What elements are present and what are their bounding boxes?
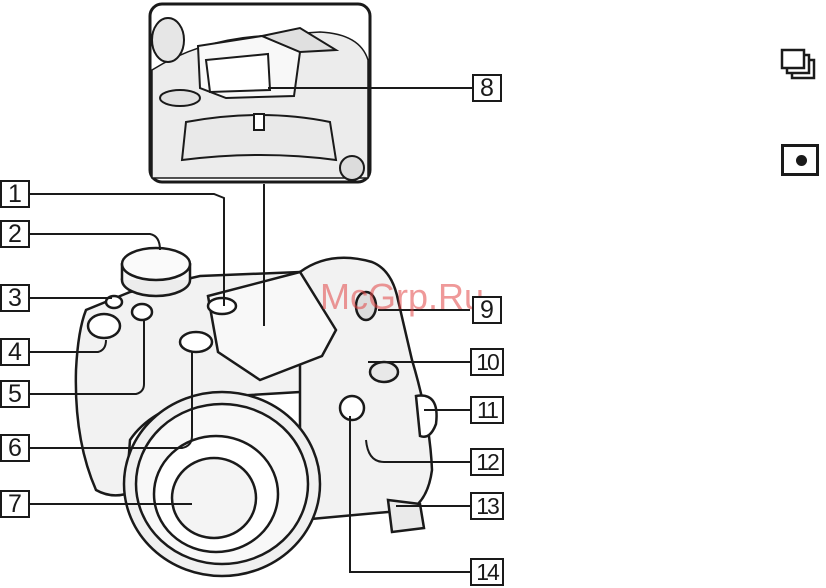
callout-13: 13 xyxy=(470,492,504,520)
callout-9: 9 xyxy=(472,296,502,324)
callout-8: 8 xyxy=(472,74,502,102)
spot-metering-icon xyxy=(781,144,819,176)
callout-11: 11 xyxy=(470,396,504,424)
watermark-text: McGrp.Ru xyxy=(320,276,484,318)
callout-2: 2 xyxy=(0,220,30,248)
callout-5: 5 xyxy=(0,380,30,408)
callout-3: 3 xyxy=(0,284,30,312)
callout-6: 6 xyxy=(0,434,30,462)
callout-12: 12 xyxy=(470,448,504,476)
callout-10: 10 xyxy=(470,348,504,376)
callout-14: 14 xyxy=(470,558,504,586)
callout-7: 7 xyxy=(0,490,30,518)
flash-inset xyxy=(150,4,370,182)
burst-shooting-icon xyxy=(780,48,820,84)
callout-1: 1 xyxy=(0,180,30,208)
callout-4: 4 xyxy=(0,338,30,366)
